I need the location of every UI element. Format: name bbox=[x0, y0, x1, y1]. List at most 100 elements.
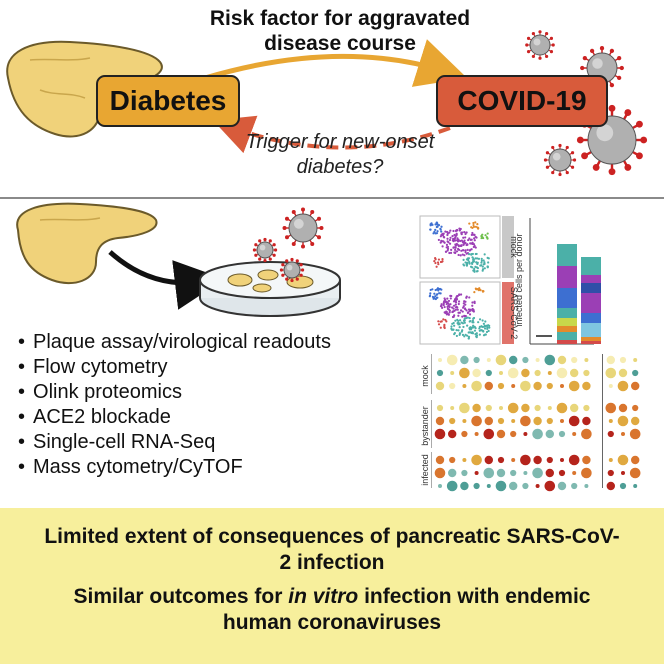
dot-plot-point bbox=[499, 406, 503, 410]
dot-plot-point bbox=[533, 455, 542, 465]
in-vitro-text: in vitro bbox=[288, 585, 359, 608]
dot-plot-point bbox=[556, 402, 568, 414]
dot-plot-point bbox=[617, 454, 629, 466]
dot-plot-point bbox=[509, 481, 518, 491]
dot-plot-point bbox=[617, 415, 629, 427]
dot-plot-point bbox=[582, 416, 591, 426]
dot-plot-point bbox=[568, 454, 580, 466]
dot-plot-point bbox=[532, 428, 543, 440]
dot-plot-point bbox=[523, 432, 528, 436]
dot-plot-point bbox=[618, 403, 628, 413]
dot-plot-point bbox=[547, 371, 552, 375]
dot-plot-point bbox=[471, 454, 482, 466]
dot-plot-point bbox=[448, 468, 457, 478]
dot-plot-point bbox=[461, 469, 468, 477]
results-figure: mock SARS-CoV-2 infected cells per donor… bbox=[419, 215, 641, 492]
dot-plot-point bbox=[473, 356, 480, 364]
dot-plot-point bbox=[571, 482, 578, 490]
dot-plot-point bbox=[471, 380, 482, 392]
dot-plot-point bbox=[499, 371, 503, 375]
dot-plot-point bbox=[558, 430, 566, 438]
petri-dish bbox=[199, 261, 341, 317]
dot-plot: mock bystander infected bbox=[420, 354, 641, 492]
dot-plot-point bbox=[462, 384, 467, 388]
dot-plot-point bbox=[486, 484, 491, 488]
dot-plot-point bbox=[485, 369, 492, 377]
dot-plot-point bbox=[619, 482, 627, 490]
diabetes-box: Diabetes bbox=[96, 75, 240, 127]
dot-plot-point bbox=[621, 471, 625, 475]
dot-plot-point bbox=[520, 380, 531, 392]
tsne-mock-panel: mock bbox=[419, 215, 519, 279]
risk-factor-title: Risk factor for aggravated disease cours… bbox=[209, 7, 471, 55]
dot-plot-point bbox=[581, 428, 592, 440]
dot-plot-point bbox=[556, 367, 568, 379]
dot-plot-point bbox=[507, 402, 519, 414]
methods-list: Plaque assay/virological readouts Flow c… bbox=[18, 330, 331, 480]
dot-plot-point bbox=[523, 471, 528, 475]
dot-plot-point bbox=[568, 415, 580, 427]
dot-plot-point bbox=[507, 367, 519, 379]
row-label-bystander: bystander bbox=[420, 406, 430, 446]
dot-plot-point bbox=[570, 403, 579, 413]
dot-plot-point bbox=[572, 471, 577, 475]
dot-plot-point bbox=[446, 354, 458, 366]
dot-plot-point bbox=[558, 469, 566, 477]
sarscov2-label: SARS-CoV-2 bbox=[509, 287, 519, 340]
dot-plot-point bbox=[629, 467, 641, 479]
dot-plot-point bbox=[584, 358, 589, 362]
dot-plot-point bbox=[582, 455, 591, 465]
method-item: Plaque assay/virological readouts bbox=[18, 330, 331, 355]
dot-plot-point bbox=[434, 467, 446, 479]
method-item: Olink proteomics bbox=[18, 380, 331, 405]
dot-plot-point bbox=[583, 369, 590, 377]
dot-plot-point bbox=[621, 432, 625, 436]
dot-plot-point bbox=[583, 404, 590, 412]
dot-plot-point bbox=[632, 369, 639, 377]
dot-plot-point bbox=[484, 416, 493, 426]
dot-plot-point bbox=[533, 381, 542, 391]
virus-icon bbox=[279, 257, 305, 283]
dot-plot-point bbox=[572, 432, 577, 436]
dot-plot-point bbox=[459, 367, 470, 379]
dot-plot-point bbox=[511, 384, 516, 388]
dot-plot-point bbox=[631, 381, 640, 391]
dot-plot-point bbox=[460, 355, 469, 365]
infected-cells-bar-chart: infected cells per donor bbox=[514, 218, 601, 345]
dot-plot-point bbox=[497, 456, 505, 464]
dot-plot-point bbox=[446, 480, 458, 492]
dot-plot-point bbox=[520, 454, 531, 466]
dot-plot-point bbox=[617, 380, 629, 392]
y-axis-label: infected cells per donor bbox=[514, 233, 524, 326]
dot-plot-point bbox=[584, 484, 589, 488]
method-item: Mass cytometry/CyTOF bbox=[18, 455, 331, 480]
dot-plot-point bbox=[546, 382, 553, 390]
dot-plot-point bbox=[448, 429, 457, 439]
dot-plot-point bbox=[633, 484, 638, 488]
dot-plot-point bbox=[449, 456, 456, 464]
dot-plot-point bbox=[496, 468, 506, 478]
dot-plot-point bbox=[560, 384, 564, 388]
method-item: ACE2 blockade bbox=[18, 405, 331, 430]
dot-plot-point bbox=[485, 404, 492, 412]
dot-plot-point bbox=[484, 381, 493, 391]
row-label-infected: infected bbox=[420, 454, 430, 486]
section-divider bbox=[0, 197, 664, 199]
dot-plot-point bbox=[557, 481, 567, 491]
dot-plot-point bbox=[461, 430, 468, 438]
dot-plot-point bbox=[471, 415, 482, 427]
dot-plot-point bbox=[450, 406, 455, 410]
curved-arrow bbox=[108, 250, 225, 310]
dot-plot-point bbox=[511, 458, 516, 462]
dot-plot-point bbox=[535, 358, 540, 362]
mock-label: mock bbox=[509, 236, 519, 258]
dot-plot-point bbox=[474, 432, 479, 436]
diabetes-to-covid-arrow bbox=[204, 39, 468, 87]
dot-plot-point bbox=[606, 355, 615, 365]
dot-plot-point bbox=[435, 381, 445, 391]
dot-plot-point bbox=[545, 429, 554, 439]
dot-plot-point bbox=[533, 416, 542, 426]
method-item: Single-cell RNA-Seq bbox=[18, 430, 331, 455]
dot-plot-point bbox=[449, 382, 456, 390]
pancreas-bottom bbox=[16, 202, 158, 285]
